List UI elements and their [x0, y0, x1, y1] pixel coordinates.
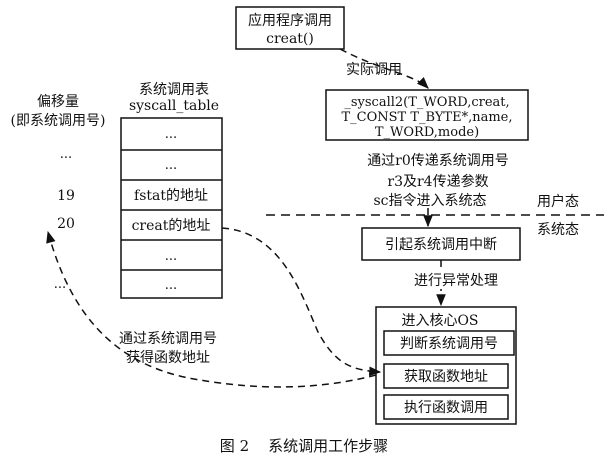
kernel-step-2: 获取函数地址 [404, 369, 488, 385]
pass-note-line3: sc指令进入系统态 [373, 193, 486, 209]
raise-interrupt-label: 引起系统调用中断 [385, 237, 497, 253]
offset-value: ... [60, 147, 72, 162]
actual-call-arrow [339, 48, 429, 89]
table-cell: ... [165, 249, 177, 264]
offset-value-19: 19 [57, 188, 75, 204]
back-to-offset-arrow [46, 230, 377, 388]
pass-note-line2: r3及r4传递参数 [387, 173, 488, 190]
actual-call-label: 实际调用 [346, 62, 402, 78]
back-note-line2: 获得函数地址 [126, 349, 210, 366]
offset-value: ... [54, 277, 66, 292]
kernel-step-3-box [383, 394, 509, 420]
creat-to-kernel-arrow [221, 227, 382, 377]
app-call-line1: 应用程序调用 [248, 12, 332, 29]
syscall-table: ... ... fstat的地址 creat的地址 ... ... [120, 117, 223, 299]
syscall-macro-box: _syscall2(T_WORD,creat, T_CONST T_BYTE*,… [325, 89, 529, 141]
syscall-macro-line3: T_WORD,mode) [375, 125, 479, 140]
system-mode-label: 系统态 [537, 222, 579, 238]
kernel-step-2-box [383, 363, 509, 389]
exception-handle-label: 进行异常处理 [414, 273, 498, 289]
table-cell-creat: creat的地址 [132, 218, 211, 234]
table-cell: ... [165, 158, 177, 173]
user-mode-label: 用户态 [537, 193, 579, 210]
app-call-box: 应用程序调用 creat() [235, 6, 345, 50]
back-note-line1: 通过系统调用号 [119, 331, 217, 347]
offset-value-20: 20 [57, 216, 75, 232]
kernel-step-1: 判断系统调用号 [400, 336, 498, 352]
kernel-box: 进入核心OS 判断系统调用号 获取函数地址 执行函数调用 [375, 306, 517, 425]
exception-label-bg [398, 271, 514, 289]
pass-note-line1: 通过r0传递系统调用号 [367, 153, 509, 169]
kernel-step-3: 执行函数调用 [404, 400, 488, 416]
table-title-cn: 系统调用表 [139, 82, 209, 98]
raise-interrupt-box: 引起系统调用中断 [361, 227, 521, 261]
kernel-title: 进入核心OS [401, 313, 478, 329]
syscall-macro-line1: _syscall2(T_WORD,creat, [344, 95, 509, 110]
kernel-step-1-box [383, 330, 515, 356]
table-cell-fstat: fstat的地址 [134, 188, 208, 204]
syscall-macro-line2: T_CONST T_BYTE*,name, [341, 110, 512, 125]
app-call-line2: creat() [266, 31, 314, 47]
offset-title: 偏移量 [37, 94, 79, 110]
table-title-en: syscall_table [129, 98, 219, 114]
offset-subtitle: (即系统调用号) [11, 113, 106, 129]
table-cell: ... [165, 278, 177, 293]
figure-caption: 图 2 系统调用工作步骤 [220, 437, 388, 455]
table-cell: ... [165, 127, 177, 142]
